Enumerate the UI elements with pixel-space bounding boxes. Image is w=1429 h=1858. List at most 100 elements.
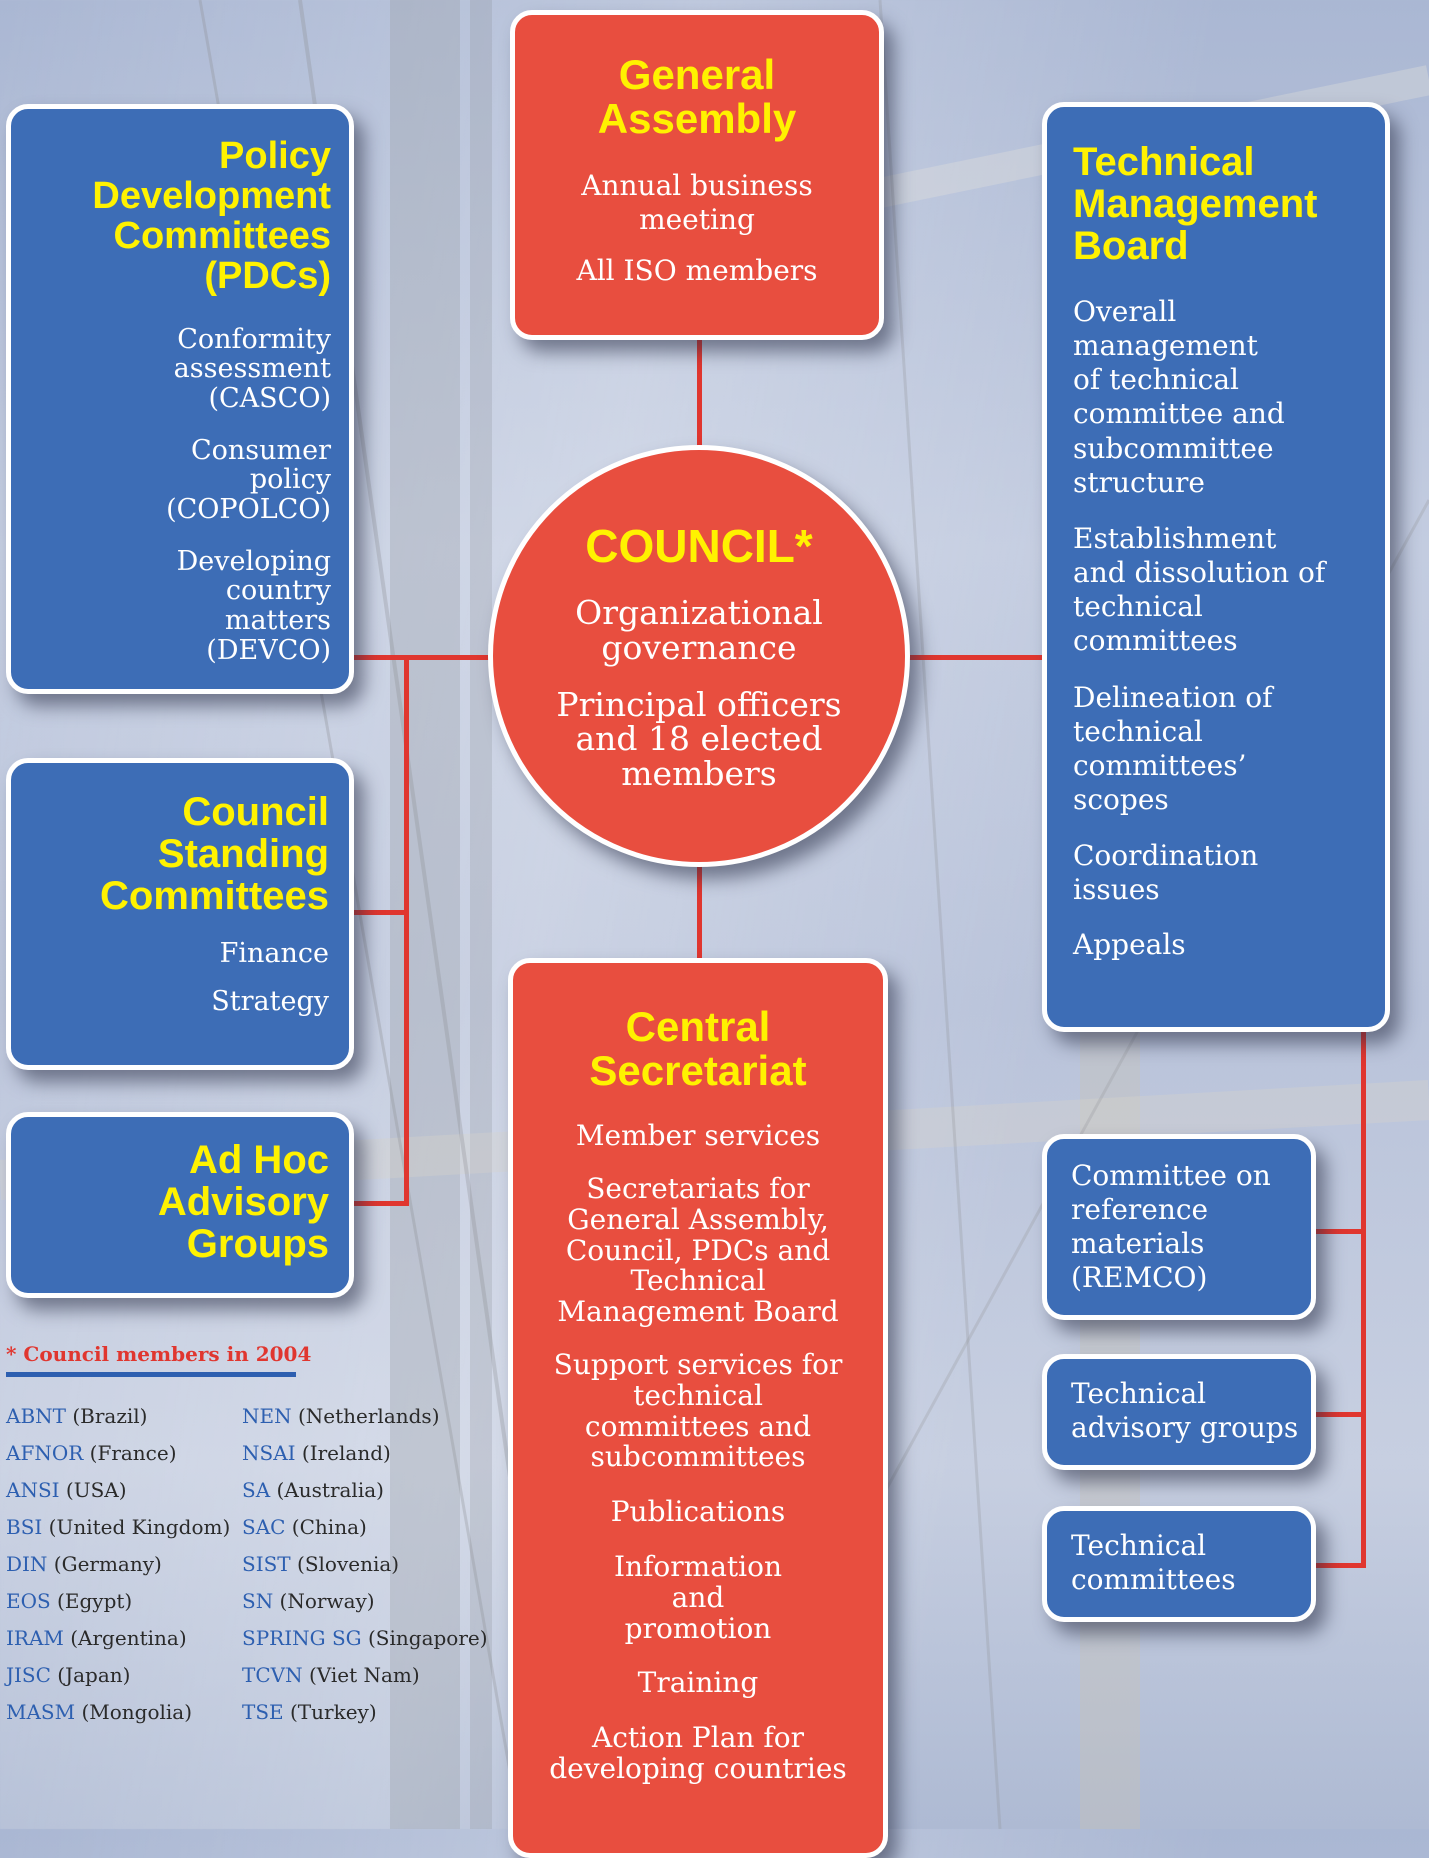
ga-item-1: Annual business meeting (581, 169, 813, 236)
council-item-2: Principal officers and 18 elected member… (556, 684, 842, 793)
tag-label: Technical advisory groups (1071, 1377, 1299, 1445)
member-abbr: TSE (242, 1700, 284, 1724)
member-row: SA (Australia) (242, 1478, 488, 1515)
member-row: IRAM (Argentina) (6, 1626, 230, 1663)
member-row: MASM (Mongolia) (6, 1700, 230, 1737)
member-abbr: JISC (6, 1663, 51, 1687)
tag-box: Technical advisory groups (1042, 1354, 1316, 1470)
tmb-box: Technical Management Board Overall manag… (1042, 102, 1390, 1032)
connector-standing (352, 910, 408, 915)
members-column-2: NEN (Netherlands)NSAI (Ireland)SA (Austr… (242, 1404, 488, 1737)
ga-item-2: All ISO members (576, 254, 818, 288)
member-row: SAC (China) (242, 1515, 488, 1552)
member-row: ANSI (USA) (6, 1478, 230, 1515)
member-country: (Turkey) (283, 1700, 377, 1724)
member-row: TSE (Turkey) (242, 1700, 488, 1737)
member-row: SN (Norway) (242, 1589, 488, 1626)
tmb-title: Technical Management Board (1073, 140, 1318, 268)
members-divider (6, 1372, 296, 1377)
member-abbr: SN (242, 1589, 274, 1613)
member-country: (China) (285, 1515, 367, 1539)
member-country: (Australia) (270, 1478, 384, 1502)
connector-ga-council (697, 338, 702, 448)
standing-item-finance: Finance (219, 938, 329, 969)
member-country: (Singapore) (361, 1626, 488, 1650)
member-country: (Ireland) (295, 1441, 391, 1465)
secretariat-item-7: Action Plan for developing countries (549, 1721, 847, 1785)
member-row: NEN (Netherlands) (242, 1404, 488, 1441)
adhoc-box: Ad Hoc Advisory Groups (6, 1112, 354, 1298)
secretariat-item-4: Publications (610, 1495, 786, 1529)
connector-tag (1312, 1412, 1366, 1417)
member-country: (Norway) (273, 1589, 375, 1613)
member-abbr: MASM (6, 1700, 76, 1724)
member-country: (Slovenia) (290, 1552, 400, 1576)
member-country: (France) (83, 1441, 177, 1465)
pdc-title: Policy Development Committees (PDCs) (92, 135, 331, 297)
adhoc-title: Ad Hoc Advisory Groups (157, 1138, 329, 1266)
council-members-list: * Council members in 2004 ABNT (Brazil)A… (6, 1342, 506, 1742)
pdc-item-casco: Conformity assessment (CASCO) (173, 323, 331, 414)
member-abbr: SIST (242, 1552, 291, 1576)
remco-label: Committee on reference materials (REMCO) (1071, 1159, 1271, 1295)
connector-council-secretariat (697, 862, 702, 962)
pdc-box: Policy Development Committees (PDCs) Con… (6, 104, 354, 694)
member-country: (United Kingdom) (42, 1515, 231, 1539)
pdc-item-copolco: Consumer policy (COPOLCO) (166, 434, 331, 525)
secretariat-title: Central Secretariat (589, 1003, 807, 1095)
council-members-header: * Council members in 2004 (6, 1342, 312, 1366)
tc-box: Technical committees (1042, 1506, 1316, 1622)
standing-title: Council Standing Committees (100, 790, 329, 918)
connector-left-vertical (404, 655, 409, 1206)
council-circle: COUNCIL* Organizational governance Princ… (488, 445, 910, 867)
member-abbr: AFNOR (6, 1441, 84, 1465)
connector-adhoc (352, 1201, 408, 1206)
member-country: (Japan) (50, 1663, 131, 1687)
general-assembly-box: General Assembly Annual business meeting… (510, 10, 884, 340)
secretariat-item-6: Training (637, 1666, 759, 1700)
standing-committees-box: Council Standing Committees Finance Stra… (6, 758, 354, 1070)
connector-tc (1312, 1563, 1366, 1568)
member-abbr: SPRING SG (242, 1626, 362, 1650)
member-abbr: SA (242, 1478, 271, 1502)
member-row: EOS (Egypt) (6, 1589, 230, 1626)
member-row: NSAI (Ireland) (242, 1441, 488, 1478)
member-country: (Germany) (47, 1552, 162, 1576)
member-abbr: NEN (242, 1404, 292, 1428)
member-row: AFNOR (France) (6, 1441, 230, 1478)
tmb-item-3: Delineation of technical committees’ sco… (1073, 680, 1273, 817)
member-abbr: BSI (6, 1515, 43, 1539)
tmb-item-4: Coordination issues (1073, 839, 1259, 907)
member-abbr: NSAI (242, 1441, 296, 1465)
member-row: JISC (Japan) (6, 1663, 230, 1700)
connector-remco (1312, 1229, 1366, 1234)
tmb-item-1: Overall management of technical committe… (1073, 295, 1285, 499)
member-abbr: ANSI (6, 1478, 60, 1502)
member-row: DIN (Germany) (6, 1552, 230, 1589)
member-row: ABNT (Brazil) (6, 1404, 230, 1441)
secretariat-item-2: Secretariats for General Assembly, Counc… (557, 1171, 839, 1329)
connector-council-left (352, 655, 492, 660)
pdc-item-devco: Developing country matters (DEVCO) (176, 545, 331, 666)
secretariat-item-3: Support services for technical committee… (553, 1347, 843, 1474)
member-country: (Egypt) (50, 1589, 133, 1613)
council-title: COUNCIL* (585, 520, 813, 572)
members-column-1: ABNT (Brazil)AFNOR (France)ANSI (USA)BSI… (6, 1404, 230, 1737)
standing-item-strategy: Strategy (211, 985, 329, 1017)
member-abbr: IRAM (6, 1626, 64, 1650)
member-country: (Netherlands) (291, 1404, 440, 1428)
secretariat-item-1: Member services (575, 1119, 821, 1153)
member-row: BSI (United Kingdom) (6, 1515, 230, 1552)
tmb-item-2: Establishment and dissolution of technic… (1073, 521, 1326, 658)
remco-box: Committee on reference materials (REMCO) (1042, 1134, 1316, 1320)
tc-label: Technical committees (1071, 1529, 1236, 1597)
member-country: (Brazil) (65, 1404, 148, 1428)
member-country: (Mongolia) (75, 1700, 193, 1724)
connector-council-tmb (905, 655, 1045, 660)
council-item-1: Organizational governance (575, 593, 823, 667)
member-abbr: SAC (242, 1515, 286, 1539)
member-abbr: EOS (6, 1589, 51, 1613)
member-row: SIST (Slovenia) (242, 1552, 488, 1589)
tmb-item-5: Appeals (1073, 927, 1186, 961)
member-abbr: TCVN (242, 1663, 303, 1687)
